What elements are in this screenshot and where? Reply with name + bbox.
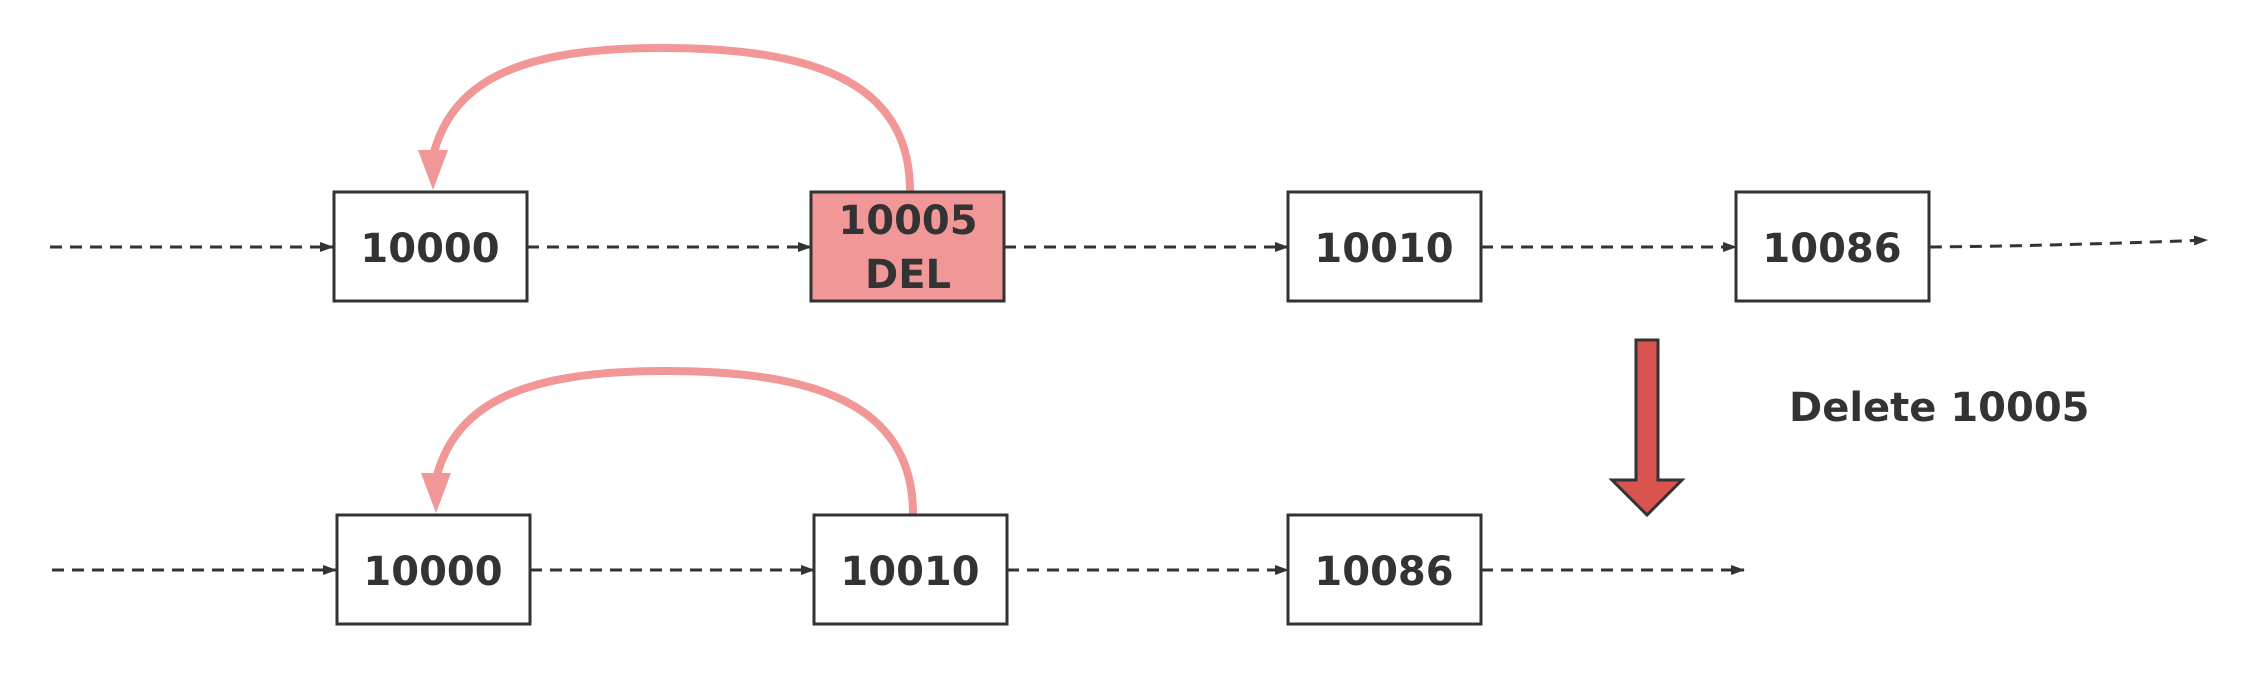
delete-transition: Delete 10005 bbox=[1608, 338, 2090, 518]
row2-node-10086: 10086 bbox=[1286, 513, 1483, 626]
row-2: 10000 10010 10086 bbox=[52, 366, 1745, 626]
row1-node-10010: 10010 bbox=[1286, 190, 1483, 303]
row1-outgoing-arrow bbox=[1929, 235, 2208, 249]
node-label: 10000 bbox=[363, 549, 502, 595]
row2-node-10000: 10000 bbox=[335, 513, 532, 626]
node-label: 10005 bbox=[838, 198, 977, 244]
row1-back-pointer-arrowhead bbox=[418, 150, 448, 190]
row-1: 10000 10005 DEL 10010 10086 bbox=[50, 43, 2208, 303]
row1-node-10005-deleted: 10005 DEL bbox=[809, 190, 1006, 303]
row2-back-pointer-arrowhead bbox=[421, 473, 451, 513]
node-label: 10086 bbox=[1314, 549, 1453, 595]
delete-caption: Delete 10005 bbox=[1789, 385, 2090, 431]
row1-back-pointer-curve bbox=[428, 43, 914, 192]
down-arrow bbox=[1608, 338, 1686, 518]
row1-node-10086: 10086 bbox=[1734, 190, 1931, 303]
node-label: 10000 bbox=[360, 226, 499, 272]
node-label: 10010 bbox=[1314, 226, 1453, 272]
row1-node-10000: 10000 bbox=[332, 190, 529, 303]
row2-node-10010: 10010 bbox=[812, 513, 1009, 626]
row2-back-pointer-curve bbox=[431, 366, 917, 515]
node-del-label: DEL bbox=[865, 252, 951, 298]
node-label: 10010 bbox=[840, 549, 979, 595]
node-label: 10086 bbox=[1762, 226, 1901, 272]
